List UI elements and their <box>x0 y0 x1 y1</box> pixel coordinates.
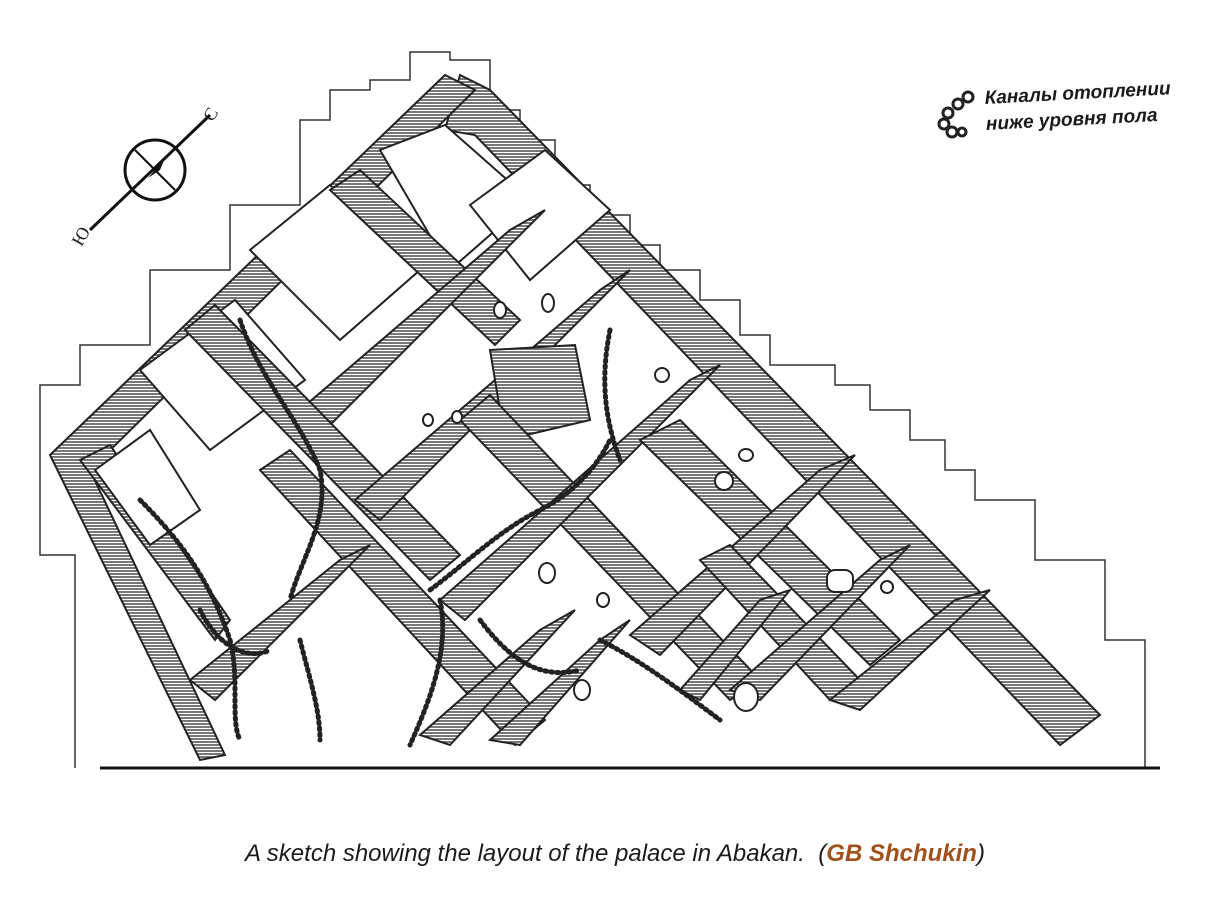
caption-text: A sketch showing the layout of the palac… <box>245 840 805 867</box>
legend-text: Каналы отоплении ниже уровня пола <box>984 76 1173 138</box>
heating-channel-legend-icon <box>937 90 975 139</box>
figure-caption: A sketch showing the layout of the palac… <box>0 840 1230 868</box>
caption-credit: GB Shchukin <box>826 840 977 867</box>
interior-walls <box>183 168 991 747</box>
heating-channels <box>137 317 723 748</box>
caption-open-paren: ( <box>818 840 827 867</box>
compass-icon <box>88 113 212 232</box>
palace-plan-sketch <box>39 51 1160 770</box>
caption-close-paren: ) <box>976 840 985 867</box>
post-holes <box>422 293 894 712</box>
